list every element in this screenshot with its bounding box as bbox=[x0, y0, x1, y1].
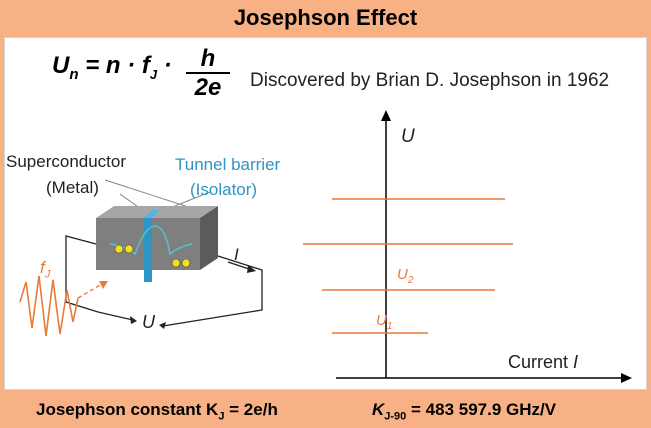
formula-fraction: h 2e bbox=[186, 46, 230, 102]
u1-sub: 1 bbox=[386, 321, 393, 332]
radiation-arrow bbox=[77, 283, 103, 299]
u2-sub: 2 bbox=[407, 275, 414, 286]
x-axis-word: Current bbox=[508, 352, 569, 372]
josephson-constant-rest: = 2e/h bbox=[224, 400, 278, 419]
voltage-arrow-head-left bbox=[159, 322, 166, 329]
electron-left-2 bbox=[124, 244, 134, 254]
formula-numerator: h bbox=[186, 46, 230, 74]
voltage-circuit-label: U bbox=[142, 312, 155, 332]
frequency-symbol: f bbox=[40, 258, 45, 277]
u1-symbol: U bbox=[376, 312, 387, 329]
kj90-symbol: K bbox=[372, 400, 385, 419]
electron-left-1 bbox=[114, 244, 124, 254]
formula-lhs: U bbox=[52, 52, 70, 79]
tunnel-barrier-label: Tunnel barrier bbox=[175, 155, 281, 174]
superconductor-label: Superconductor bbox=[6, 152, 127, 171]
electron-right-2 bbox=[181, 258, 191, 268]
josephson-constant-sub: J bbox=[218, 410, 225, 423]
microwave-wave bbox=[19, 275, 79, 337]
y-axis-arrow-icon bbox=[381, 110, 391, 121]
josephson-formula: Un = n · fJ · h 2e bbox=[52, 46, 230, 101]
circuit-wire-left bbox=[65, 235, 99, 313]
voltage-arrow-head-right bbox=[130, 316, 137, 324]
block-side bbox=[200, 206, 218, 270]
u2-symbol: U bbox=[397, 266, 408, 283]
isolator-label: (Isolator) bbox=[190, 180, 258, 199]
x-axis-symbol: I bbox=[573, 352, 579, 372]
josephson-constant: Josephson constant KJ = 2e/h bbox=[36, 400, 278, 422]
josephson-constant-value: KJ-90 = 483 597.9 GHz/V bbox=[372, 400, 556, 422]
x-axis-label: Current I bbox=[508, 352, 578, 373]
page-title: Josephson Effect bbox=[233, 5, 418, 30]
kj90-sub: J-90 bbox=[384, 410, 407, 423]
kj90-value: = 483 597.9 GHz/V bbox=[406, 400, 557, 419]
metal-label: (Metal) bbox=[46, 178, 99, 197]
u2-label: U2 bbox=[397, 266, 413, 286]
josephson-constant-text: Josephson constant K bbox=[36, 400, 219, 419]
x-axis-arrow-icon bbox=[621, 373, 632, 383]
tunnel-barrier bbox=[144, 218, 152, 282]
formula-dot: · bbox=[163, 52, 172, 79]
y-axis-label: U bbox=[401, 126, 415, 147]
discovered-text: Discovered by Brian D. Josephson in 1962 bbox=[250, 70, 610, 91]
formula-lhs-sub: n bbox=[69, 65, 79, 83]
current-arrow-head bbox=[247, 265, 256, 273]
formula-eq: = n · f bbox=[85, 52, 150, 79]
circuit-wire-right bbox=[162, 255, 263, 327]
u1-label: U1 bbox=[376, 312, 392, 332]
formula-f-sub: J bbox=[149, 66, 158, 82]
formula-denominator: 2e bbox=[194, 74, 222, 101]
circuit-wire-bottom bbox=[97, 311, 134, 321]
footer-bar: Josephson constant KJ = 2e/h KJ-90 = 483… bbox=[0, 391, 651, 428]
frequency-sub: J bbox=[44, 268, 51, 281]
radiation-arrow-head bbox=[99, 281, 108, 289]
electron-right-1 bbox=[171, 258, 181, 268]
barrier-top bbox=[144, 210, 160, 218]
current-arrow-label: I bbox=[234, 245, 239, 264]
title-bar: Josephson Effect bbox=[0, 0, 651, 36]
frequency-label: fJ bbox=[40, 258, 50, 280]
